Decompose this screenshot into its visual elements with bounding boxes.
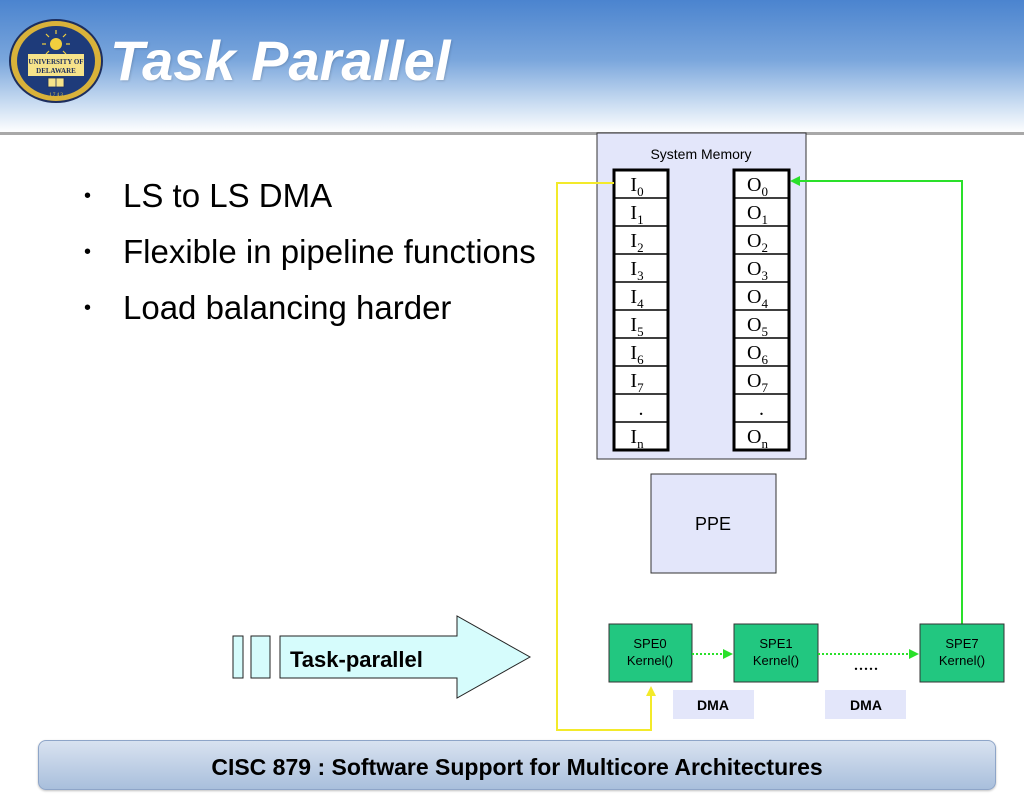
bullet-text: LS to LS DMA (123, 177, 333, 214)
task-stripe-2 (250, 635, 271, 679)
dma-box-1 (673, 690, 754, 719)
output-dma-line (790, 176, 963, 624)
university-seal-logo: UNIVERSITY OF DELAWARE 1 7 4 3 (8, 18, 104, 104)
system-memory-label: System Memory (650, 146, 751, 162)
bullet-item: • Flexible in pipeline functions (78, 234, 538, 270)
dma-label-1: DMA (697, 697, 729, 713)
spe1-box: SPE1 Kernel() (733, 623, 819, 683)
spe7-name: SPE7 (945, 636, 978, 651)
svg-text:1 7 4 3: 1 7 4 3 (49, 93, 63, 98)
svg-text:DELAWARE: DELAWARE (36, 67, 76, 75)
slide-title: Task Parallel (110, 29, 451, 92)
input-dma-line (556, 182, 656, 731)
spe1-kernel: Kernel() (753, 653, 799, 668)
task-parallel-arrow (279, 615, 532, 699)
spe0-box: SPE0 Kernel() (608, 623, 693, 683)
header-divider (0, 132, 1024, 135)
dma-label-2: DMA (850, 697, 882, 713)
spe1-name: SPE1 (759, 636, 792, 651)
spe0-name: SPE0 (633, 636, 666, 651)
slide-header (0, 0, 1024, 133)
spe0-kernel: Kernel() (627, 653, 673, 668)
footer-text: CISC 879 : Software Support for Multicor… (211, 754, 823, 780)
bullet-item: • LS to LS DMA (78, 178, 538, 214)
input-cell-label: . (639, 398, 644, 420)
spe-ellipsis: ..... (854, 653, 879, 675)
bullet-item: • Load balancing harder (78, 290, 538, 326)
spe7-kernel: Kernel() (939, 653, 985, 668)
spe7-box: SPE7 Kernel() (919, 623, 1005, 683)
ppe-label: PPE (695, 514, 731, 534)
bullet-dot-icon: • (84, 297, 92, 319)
bullet-text: Load balancing harder (123, 289, 452, 326)
bullet-list: • LS to LS DMA • Flexible in pipeline fu… (78, 178, 538, 346)
ppe-box (650, 473, 777, 574)
bullet-dot-icon: • (84, 241, 92, 263)
svg-text:UNIVERSITY OF: UNIVERSITY OF (28, 58, 83, 66)
dma-box-2 (825, 690, 906, 719)
output-cell-label: . (759, 398, 764, 420)
slide-footer: CISC 879 : Software Support for Multicor… (38, 740, 996, 790)
task-parallel-label: Task-parallel (290, 647, 423, 672)
bullet-dot-icon: • (84, 185, 92, 207)
task-stripe-1 (232, 635, 244, 679)
bullet-text: Flexible in pipeline functions (123, 233, 536, 270)
